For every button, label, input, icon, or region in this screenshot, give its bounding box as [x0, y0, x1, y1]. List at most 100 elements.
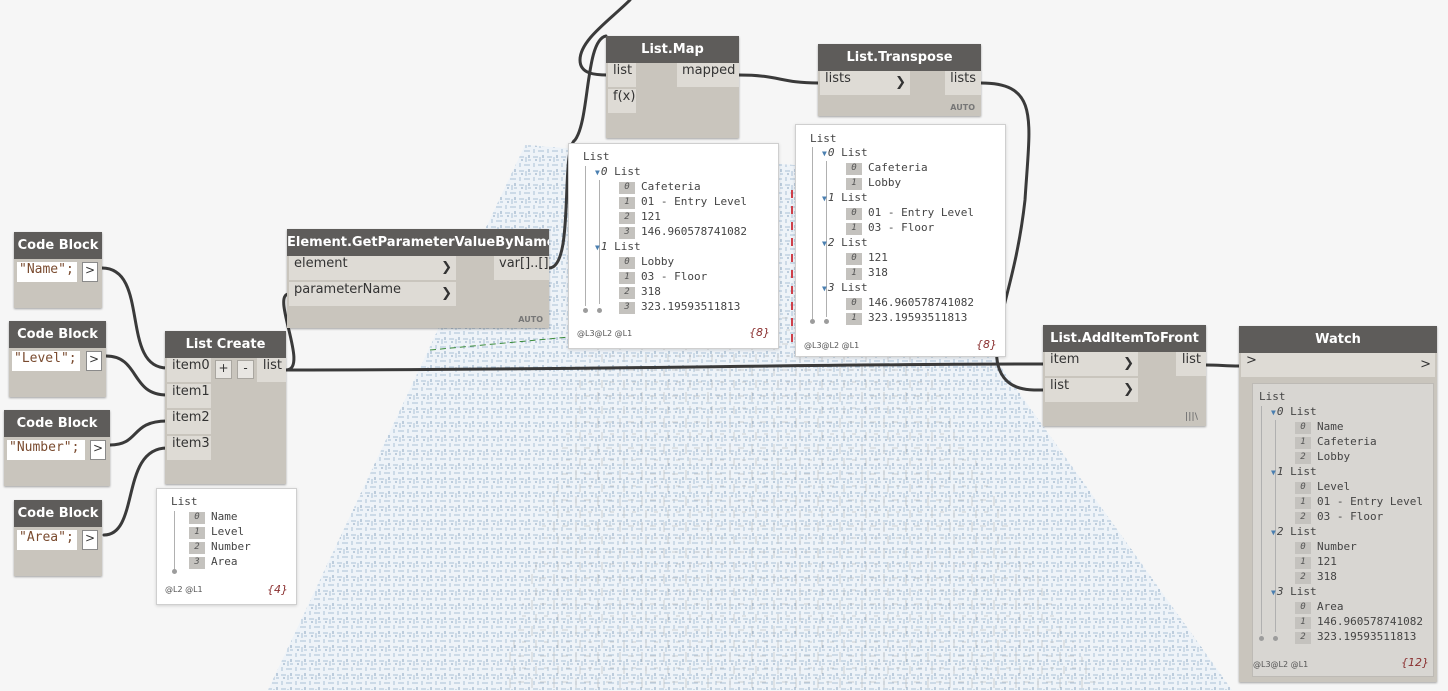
port-label: item [1050, 352, 1080, 367]
item-value: Number [211, 540, 251, 553]
item-index: 0 [619, 182, 635, 194]
tree-end-dot [172, 569, 177, 574]
node-title[interactable]: Element.GetParameterValueByName [287, 229, 549, 256]
collapse-triangle-icon[interactable]: ▼ [1271, 468, 1276, 477]
item-index: 3 [619, 227, 635, 239]
remove-input-button[interactable]: - [237, 360, 254, 379]
add-input-button[interactable]: + [215, 360, 232, 379]
preview-group: ▼0 List [822, 145, 868, 160]
list-create-node[interactable]: List Create item0 item1 item2 item3 + - … [165, 331, 286, 484]
preview-root-label: List [810, 132, 837, 145]
input-port-parametername[interactable]: parameterName❯ [289, 282, 456, 306]
code-block-level-node[interactable]: Code Block "Level"; > [9, 321, 106, 397]
output-port-list[interactable]: list [257, 358, 286, 382]
list-map-node[interactable]: List.Map list f(x) mapped [606, 36, 739, 138]
input-port-item1[interactable]: item1 [167, 384, 211, 408]
node-title[interactable]: List.Transpose [818, 44, 981, 71]
item-value: 121 [868, 251, 888, 264]
input-port-list[interactable]: list [608, 63, 636, 87]
tree-line [585, 166, 586, 306]
get-parameter-value-node[interactable]: Element.GetParameterValueByName element❯… [287, 229, 549, 328]
code-block-name-node[interactable]: Code Block "Name"; > [14, 232, 102, 308]
input-port-item2[interactable]: item2 [167, 410, 211, 434]
code-block-number-node[interactable]: Code Block "Number"; > [4, 410, 110, 486]
item-value: Name [1317, 420, 1344, 433]
item-index: 0 [619, 257, 635, 269]
input-marker: > [1246, 353, 1257, 368]
input-port-item[interactable]: item ❯ [1045, 352, 1138, 376]
node-title[interactable]: Code Block [14, 500, 102, 527]
tree-end-dot [810, 319, 815, 324]
item-value: 318 [641, 285, 661, 298]
dashed-green-axis [429, 335, 581, 351]
tree-end-dot [1259, 636, 1264, 641]
collapse-triangle-icon[interactable]: ▼ [822, 239, 827, 248]
group-label: List [614, 165, 641, 178]
code-text[interactable]: "Level"; [12, 351, 80, 371]
code-text[interactable]: "Number"; [7, 440, 85, 460]
list-transpose-node[interactable]: List.Transpose lists❯ lists AUTO [818, 44, 981, 116]
collapse-triangle-icon[interactable]: ▼ [822, 149, 827, 158]
node-title[interactable]: Watch [1239, 326, 1437, 353]
list-levels: @L3@L2 @L1 [1253, 660, 1309, 669]
collapse-triangle-icon[interactable]: ▼ [1271, 588, 1276, 597]
node-title[interactable]: List.AddItemToFront [1043, 325, 1206, 352]
collapse-triangle-icon[interactable]: ▼ [595, 243, 600, 252]
lacing-indicator[interactable]: AUTO [518, 315, 543, 324]
collapse-triangle-icon[interactable]: ▼ [1271, 408, 1276, 417]
node-title[interactable]: Code Block [14, 232, 102, 259]
output-port-mapped[interactable]: mapped [677, 63, 739, 87]
output-port[interactable]: > [82, 530, 98, 550]
input-port-watch[interactable]: >> [1241, 353, 1435, 377]
input-port-list[interactable]: list❯ [1045, 378, 1138, 402]
input-port-item3[interactable]: item3 [167, 436, 211, 460]
output-port[interactable]: > [90, 440, 106, 460]
collapse-triangle-icon[interactable]: ▼ [822, 194, 827, 203]
input-port-fx[interactable]: f(x) [608, 89, 636, 113]
chevron-right-icon: ❯ [1123, 356, 1134, 371]
item-value: Area [211, 555, 238, 568]
output-port[interactable]: > [86, 351, 102, 371]
output-port-var[interactable]: var[]..[] [494, 256, 549, 280]
item-value: 03 - Floor [1317, 510, 1384, 523]
input-port-element[interactable]: element❯ [289, 256, 456, 280]
collapse-triangle-icon[interactable]: ▼ [595, 168, 600, 177]
collapse-triangle-icon[interactable]: ▼ [822, 284, 827, 293]
lacing-indicator[interactable]: |||\ [1184, 412, 1198, 422]
input-port-lists[interactable]: lists❯ [820, 71, 910, 95]
group-label: List [841, 146, 868, 159]
node-title[interactable]: List.Map [606, 36, 739, 63]
output-port-list[interactable]: list [1176, 352, 1206, 376]
node-title[interactable]: Code Block [9, 321, 106, 348]
node-title[interactable]: List Create [165, 331, 286, 358]
node-title[interactable]: Code Block [4, 410, 110, 437]
item-index: 2 [1295, 632, 1311, 644]
preview-group: ▼3 List [1271, 584, 1317, 599]
item-index: 0 [846, 298, 862, 310]
preview-root-label: List [171, 495, 198, 508]
item-value: 318 [868, 266, 888, 279]
input-port-item0[interactable]: item0 [167, 358, 211, 382]
collapse-triangle-icon[interactable]: ▼ [1271, 528, 1276, 537]
code-block-body: "Name"; > [14, 259, 102, 308]
output-port[interactable]: > [82, 262, 98, 282]
code-block-area-node[interactable]: Code Block "Area"; > [14, 500, 102, 576]
code-text[interactable]: "Name"; [17, 262, 77, 282]
preview-group: ▼0 List [1271, 404, 1317, 419]
lacing-indicator[interactable]: AUTO [950, 103, 975, 112]
tree-end-dot [1273, 636, 1278, 641]
code-text[interactable]: "Area"; [17, 530, 77, 550]
preview-root-label: List [1259, 390, 1286, 403]
list-add-item-to-front-node[interactable]: List.AddItemToFront item ❯ list❯ list |||… [1043, 325, 1206, 426]
output-port-lists[interactable]: lists [945, 71, 981, 95]
item-index: 3 [189, 557, 205, 569]
